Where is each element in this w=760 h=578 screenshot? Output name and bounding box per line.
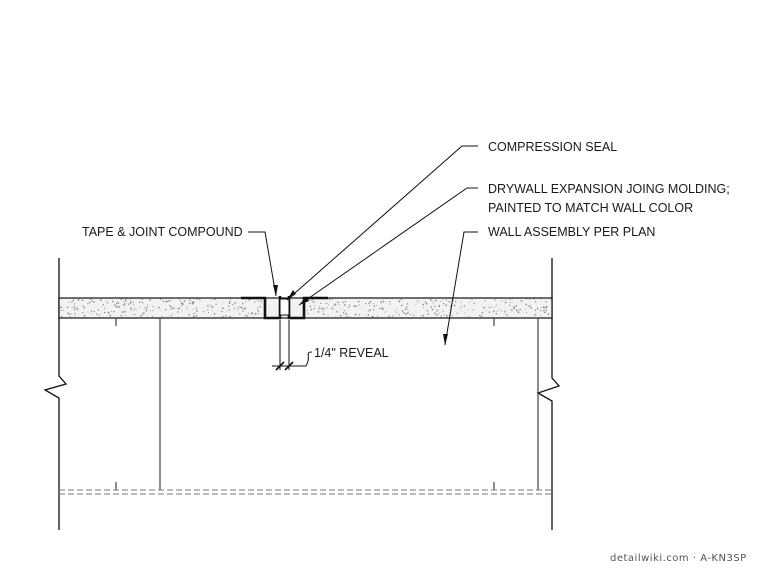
leaders [248, 145, 478, 346]
label-wall-assembly: WALL ASSEMBLY PER PLAN [488, 225, 655, 239]
leader-wall-assembly [444, 231, 478, 346]
label-molding-line1: DRYWALL EXPANSION JOING MOLDING; [488, 182, 730, 196]
gypsum-stipple [59, 298, 551, 318]
label-compression-seal: COMPRESSION SEAL [488, 140, 617, 154]
right-break-line [536, 258, 561, 530]
compression-seal [279, 298, 290, 316]
left-break-line [43, 258, 68, 530]
label-tape-joint: TAPE & JOINT COMPOUND [82, 225, 243, 239]
label-molding-line2: PAINTED TO MATCH WALL COLOR [488, 201, 693, 215]
reveal-leader [305, 351, 313, 367]
far-side-board [59, 489, 552, 495]
reveal-dimension [272, 320, 313, 371]
leader-tape-joint [248, 231, 277, 297]
label-reveal: 1/4" REVEAL [314, 346, 389, 360]
framing [115, 318, 539, 490]
watermark: detailwiki.com · A-KN3SP [610, 553, 747, 564]
leader-molding [298, 187, 478, 306]
leader-compression-seal [286, 145, 478, 301]
